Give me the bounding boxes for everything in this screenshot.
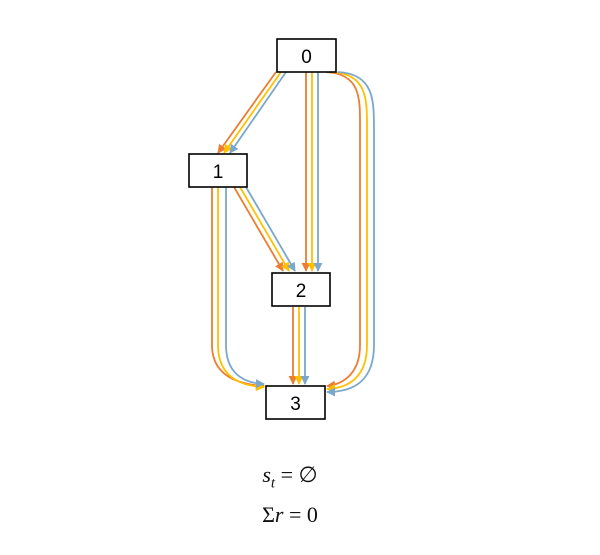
reward-sum-formula: Σr = 0: [0, 502, 580, 528]
node-3: 3: [265, 385, 326, 420]
edge-0-1: [217, 71, 287, 154]
node-2-label: 2: [296, 281, 307, 302]
node-0: 0: [276, 38, 337, 73]
node-0-label: 0: [301, 47, 312, 68]
edge-0-3: [325, 71, 375, 397]
state-formula: st = ∅: [0, 462, 580, 492]
edge-1-3-orange-strand: [211, 187, 265, 390]
edge-1-3-blue-strand: [225, 187, 265, 389]
edge-1-2: [233, 186, 296, 272]
node-2: 2: [271, 272, 331, 307]
edge-0-3-yellow-strand: [326, 71, 368, 394]
edge-2-3: [288, 307, 310, 385]
edge-0-3-orange-strand: [325, 71, 361, 390]
edge-0-2: [301, 72, 323, 272]
node-1: 1: [188, 153, 248, 188]
edge-1-3-yellow-strand: [217, 187, 265, 392]
edge-0-1-yellow-strand: [223, 71, 282, 154]
edge-1-2-orange-strand: [233, 186, 284, 272]
state-symbol: s: [262, 462, 271, 487]
edge-1-2-blue-strand: [245, 186, 296, 272]
state-value: = ∅: [275, 462, 318, 487]
edge-1-3: [211, 187, 265, 392]
state-subscript: t: [270, 475, 276, 492]
edge-1-2-yellow-strand: [239, 186, 290, 272]
sum-value: = 0: [283, 502, 318, 527]
node-3-label: 3: [290, 394, 301, 415]
node-1-label: 1: [213, 162, 224, 183]
edge-0-1-blue-strand: [229, 71, 287, 154]
edges-layer: [211, 71, 375, 397]
sum-variable: r: [274, 502, 284, 527]
edge-0-1-orange-strand: [217, 71, 277, 154]
nodes-layer: 0 1 2 3: [188, 38, 337, 420]
edge-0-3-blue-strand: [326, 71, 375, 397]
sum-symbol: Σ: [262, 502, 275, 527]
